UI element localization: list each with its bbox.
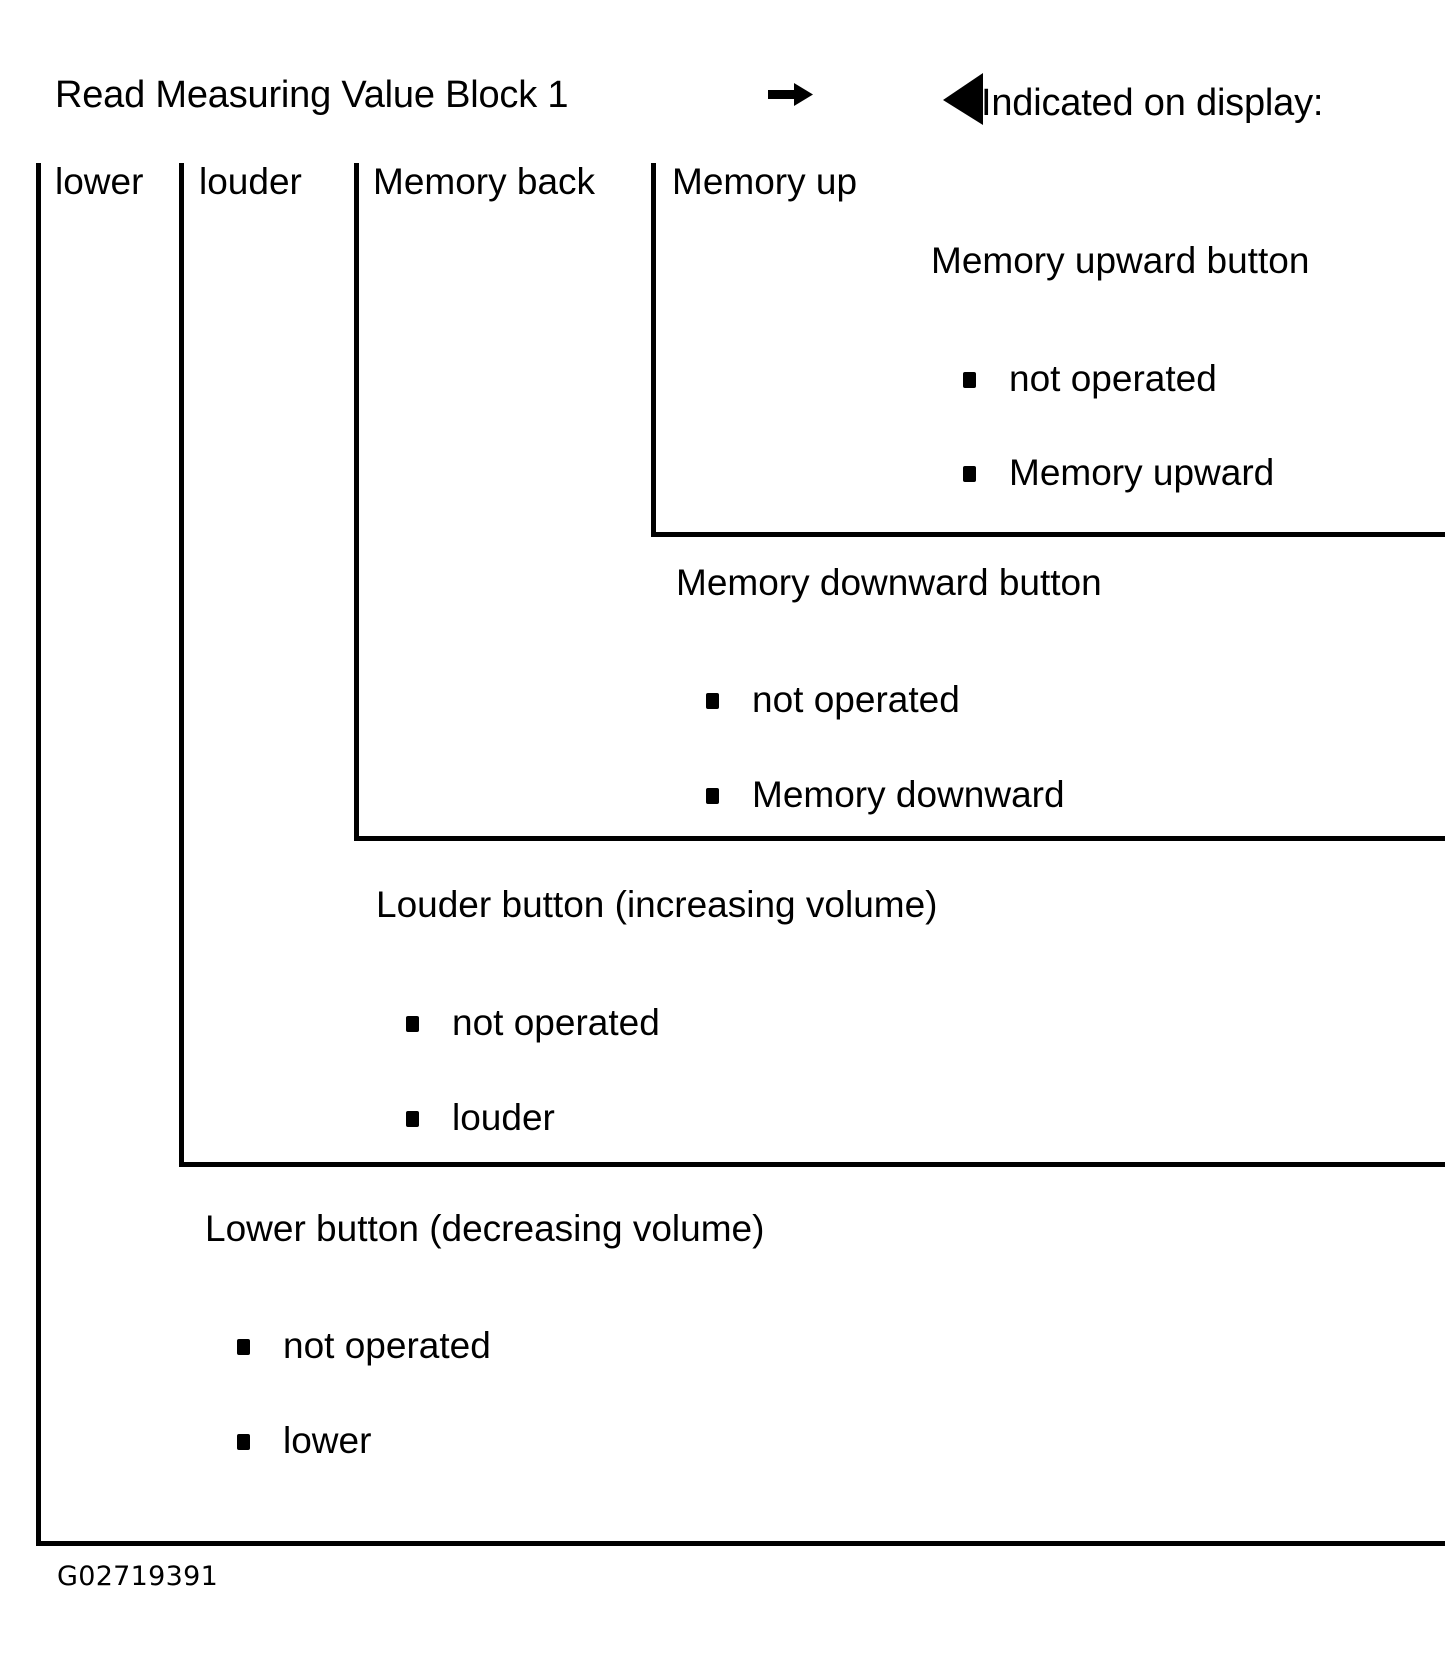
section-title-memory-downward-button: Memory downward button — [676, 562, 1102, 603]
option-label: louder — [452, 1097, 555, 1138]
option-row-memory-upward-not-operated: not operated — [963, 356, 1217, 402]
section-title-louder-button: Louder button (increasing volume) — [376, 884, 938, 925]
option-row-lower-not-operated: not operated — [237, 1323, 491, 1369]
bullet-icon — [237, 1339, 250, 1355]
option-label: not operated — [1009, 358, 1217, 399]
column-label-memory-back: Memory back — [373, 161, 596, 202]
bullet-icon — [963, 372, 976, 388]
section-title-memory-upward-button: Memory upward button — [931, 240, 1310, 281]
bullet-icon — [237, 1434, 250, 1450]
bullet-icon — [406, 1016, 419, 1032]
bullet-icon — [406, 1111, 419, 1127]
option-label: Memory upward — [1009, 452, 1275, 493]
column-label-lower: lower — [55, 161, 144, 202]
indicated-on-display-label: Indicated on display: — [981, 82, 1324, 124]
bullet-icon — [706, 693, 719, 709]
column-label-louder: louder — [199, 161, 302, 202]
option-label: not operated — [283, 1325, 491, 1366]
option-row-memory-downward-not-operated: not operated — [706, 677, 960, 723]
figure-reference-code: G02719391 — [57, 1561, 219, 1592]
option-label: Memory downward — [752, 774, 1065, 815]
option-row-louder-not-operated: not operated — [406, 1000, 660, 1046]
right-arrow-icon — [768, 74, 814, 116]
left-triangle-icon — [941, 73, 985, 125]
section-title-lower-button: Lower button (decreasing volume) — [205, 1208, 765, 1249]
option-label: lower — [283, 1420, 372, 1461]
option-row-louder: louder — [406, 1095, 555, 1141]
bullet-icon — [706, 788, 719, 804]
option-row-memory-downward: Memory downward — [706, 772, 1065, 818]
bullet-icon — [963, 466, 976, 482]
option-row-memory-upward: Memory upward — [963, 450, 1274, 496]
option-label: not operated — [752, 679, 960, 720]
option-label: not operated — [452, 1002, 660, 1043]
column-label-memory-up: Memory up — [672, 161, 858, 202]
option-row-lower: lower — [237, 1418, 371, 1464]
page-title: Read Measuring Value Block 1 — [55, 74, 569, 116]
